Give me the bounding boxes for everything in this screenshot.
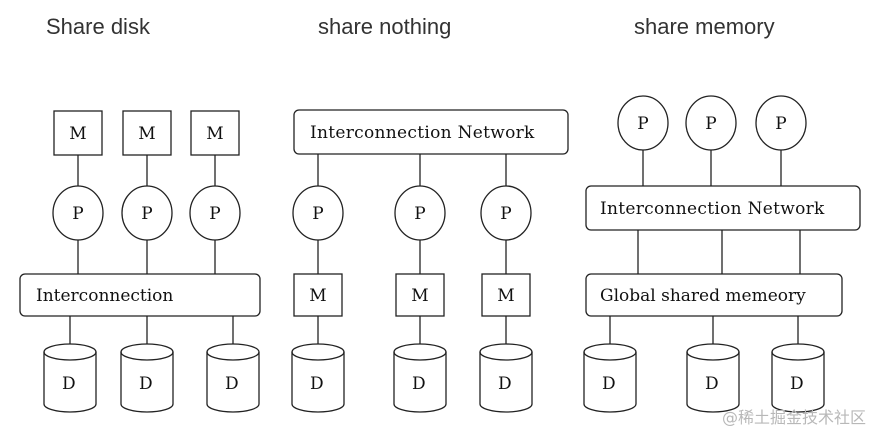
interconnection-label: Interconnection — [36, 286, 173, 306]
disk-drive: D — [291, 343, 345, 413]
interconnection-bus: Interconnection — [19, 273, 261, 317]
disk-label: D — [139, 374, 153, 394]
processor-label: P — [637, 114, 648, 134]
processor-label: P — [775, 114, 786, 134]
memory-label: M — [206, 124, 223, 144]
share-nothing-panel: Interconnection Network P P P M M M — [291, 109, 569, 413]
memory-module: M — [481, 273, 531, 317]
interconnection-network-label: Interconnection Network — [600, 199, 825, 219]
processor-node: P — [755, 95, 807, 151]
memory-label: M — [497, 286, 514, 306]
disk-drive: D — [771, 343, 825, 413]
processor-label: P — [414, 204, 425, 224]
share-disk-wires — [69, 155, 234, 352]
disk-drive: D — [120, 343, 174, 413]
processor-node: P — [189, 185, 241, 241]
disk-label: D — [412, 374, 426, 394]
disk-drive: D — [393, 343, 447, 413]
memory-label: M — [69, 124, 86, 144]
share-memory-wires — [609, 150, 801, 352]
global-shared-memory-label: Global shared memeory — [600, 286, 806, 306]
processor-label: P — [141, 204, 152, 224]
processor-node: P — [394, 185, 446, 241]
processor-label: P — [312, 204, 323, 224]
interconnection-network-bus: Interconnection Network — [293, 109, 569, 155]
disk-drive: D — [479, 343, 533, 413]
memory-module: M — [395, 273, 445, 317]
share-nothing-heading: share nothing — [318, 14, 452, 39]
disk-drive: D — [583, 343, 637, 413]
share-memory-panel: P P P Interconnection Network Global sha… — [583, 95, 861, 413]
processor-node: P — [121, 185, 173, 241]
memory-label: M — [411, 286, 428, 306]
disk-label: D — [790, 374, 804, 394]
disk-label: D — [498, 374, 512, 394]
processor-label: P — [72, 204, 83, 224]
disk-label: D — [225, 374, 239, 394]
disk-label: D — [602, 374, 616, 394]
interconnection-network-bus: Interconnection Network — [585, 185, 861, 231]
processor-label: P — [705, 114, 716, 134]
disk-drive: D — [43, 343, 97, 413]
disk-drive: D — [206, 343, 260, 413]
memory-label: M — [309, 286, 326, 306]
share-disk-heading: Share disk — [46, 14, 150, 39]
disk-label: D — [62, 374, 76, 394]
processor-node: P — [292, 185, 344, 241]
processor-label: P — [500, 204, 511, 224]
share-nothing-wires — [317, 154, 507, 352]
memory-module: M — [293, 273, 343, 317]
memory-module: M — [122, 110, 172, 156]
processor-node: P — [52, 185, 104, 241]
processor-node: P — [480, 185, 532, 241]
disk-label: D — [705, 374, 719, 394]
watermark: @稀土掘金技术社区 — [721, 408, 866, 427]
memory-module: M — [190, 110, 240, 156]
processor-label: P — [209, 204, 220, 224]
memory-module: M — [53, 110, 103, 156]
disk-drive: D — [686, 343, 740, 413]
processor-node: P — [685, 95, 737, 151]
global-shared-memory-bus: Global shared memeory — [585, 273, 843, 317]
interconnection-network-label: Interconnection Network — [310, 123, 535, 143]
share-disk-panel: M M M P P P Interconnection D — [19, 110, 261, 413]
share-memory-heading: share memory — [634, 14, 775, 39]
processor-node: P — [617, 95, 669, 151]
memory-label: M — [138, 124, 155, 144]
disk-label: D — [310, 374, 324, 394]
